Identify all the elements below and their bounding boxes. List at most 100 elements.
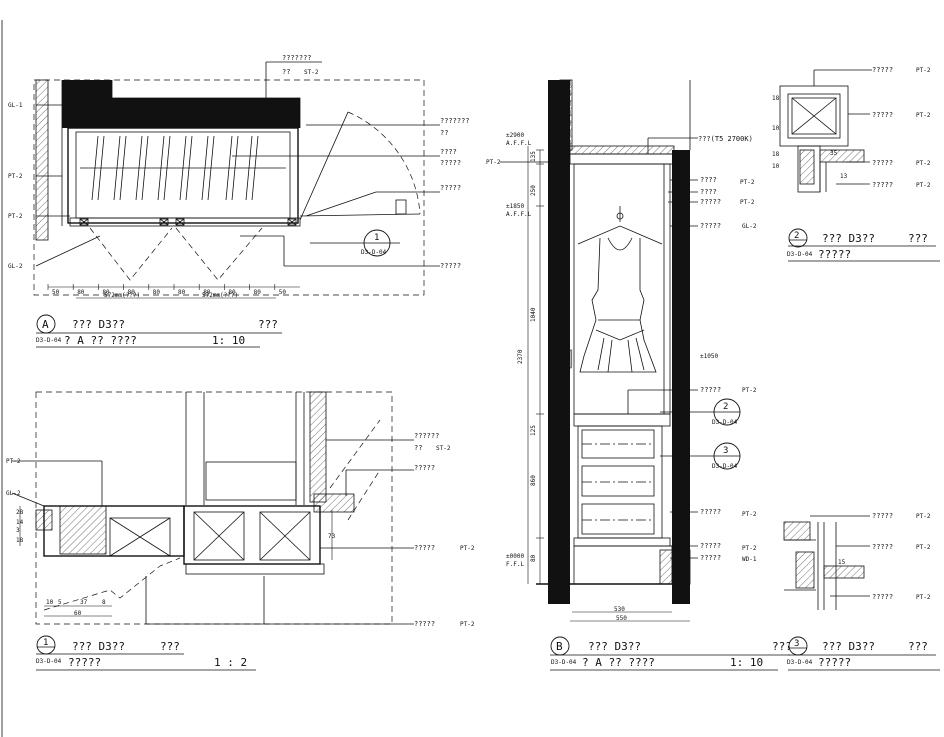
detail-1-ref: D3-D-04 (36, 658, 62, 665)
plan-a-ref: D3-D-04 (36, 337, 62, 344)
elev-b-level-3-sub: F.F.L (506, 561, 524, 568)
detail-2-note-3: ????? (872, 159, 893, 167)
detail-3-title: ??? D3?? (822, 640, 875, 653)
plan-a-dim-4: 80 (128, 289, 136, 296)
elev-b-title-right: ??? (772, 640, 792, 653)
plan-a-dim-width-2: 572mm(???) (202, 292, 238, 299)
elevation-b-wall-left (548, 80, 570, 604)
detail-1-dim-4: 8 (102, 599, 106, 606)
plan-a-dim-10: 50 (279, 289, 287, 296)
detail-2-title-bubble (788, 228, 808, 248)
elev-b-vdim-125: 125 (530, 425, 537, 436)
plan-a-scale: 1: 10 (212, 334, 245, 347)
plan-a-wall (62, 80, 300, 128)
plan-a-dim-2: 80 (77, 289, 85, 296)
elev-b-note-9: ????? (700, 554, 721, 562)
elev-b-scale: 1: 10 (730, 656, 763, 669)
elev-b-note-3-code: PT-2 (740, 199, 755, 206)
elev-b-note-7-code: PT-2 (742, 511, 757, 518)
detail-2-note-2: ????? (872, 111, 893, 119)
detail-3-ref: D3-D-04 (787, 659, 813, 666)
detail-1-note-1a: ?????? (414, 432, 439, 440)
detail-3-bubble-num: 3 (794, 639, 799, 649)
elev-b-small-dim-2: 10 (676, 465, 684, 472)
detail-2-note-3-code: PT-2 (916, 160, 931, 167)
elev-b-callout-3-ref: D3-D-04 (712, 463, 738, 470)
elev-b-note-1-code: PT-2 (740, 179, 755, 186)
detail-1-scale: 1 : 2 (214, 656, 247, 669)
elev-b-small-dim-1: 10 (676, 431, 684, 438)
detail-2-subtitle: ????? (818, 248, 851, 261)
elev-b-vdim-135: 135 (530, 151, 537, 162)
plan-a-dim-8: 80 (228, 289, 236, 296)
elev-b-dim-530: 530 (614, 606, 625, 613)
detail-1-code-1: PT-2 (6, 458, 21, 465)
elev-b-level-2-sub: A.F.F.L (506, 211, 532, 218)
plan-a-note-1b: ?? (440, 129, 448, 137)
detail-1-cabinet-right (183, 505, 321, 565)
detail-1-note-1b: ?? (414, 444, 422, 452)
detail-3: ????? PT-2 ????? PT-2 ????? PT-2 15 3 ??… (783, 512, 940, 671)
detail-2-dim-3: 18 (772, 95, 780, 102)
plan-a-code-3: PT-2 (8, 213, 23, 220)
elev-b-vdim-1040: 1040 (530, 307, 537, 322)
elev-b-note-1: ???? (700, 176, 717, 184)
detail-1-dim-2: 5 (58, 599, 62, 606)
detail-1-vdim-1: 28 (16, 509, 24, 516)
detail-2-note-2-code: PT-2 (916, 112, 931, 119)
elev-b-note-6-code: PT-2 (742, 387, 757, 394)
detail-3-note-2-code: PT-2 (916, 544, 931, 551)
detail-3-note-3: ????? (872, 593, 893, 601)
detail-2-ref: D3-D-04 (787, 251, 813, 258)
detail-2-dim-4: 10 (772, 125, 780, 132)
detail-1-note-4: ????? (414, 620, 435, 628)
elev-b-note-9-code: WD-1 (742, 556, 757, 563)
detail-3-note-1: ????? (872, 512, 893, 520)
plan-a-code-2: PT-2 (8, 173, 23, 180)
detail-1-code-2: GL-2 (6, 490, 21, 497)
plan-a-note-2a: ???? (440, 148, 457, 156)
detail-1-vdim-4: 18 (16, 537, 24, 544)
detail-1: PT-2 GL-2 ?????? ?? ST-2 ????? ????? PT-… (6, 391, 475, 671)
plan-a-note-2b: ????? (440, 159, 461, 167)
plan-a-note-4: ????? (440, 262, 461, 270)
plan-a-bubble-ref: D3-D-04 (361, 249, 387, 256)
detail-3-note-2: ????? (872, 543, 893, 551)
detail-2-note-1: ????? (872, 66, 893, 74)
detail-2-title: ??? D3?? (822, 232, 875, 245)
plan-a-subtitle: ? A ?? ???? (64, 334, 137, 347)
plan-a-dim-width-1: 572mm(???) (104, 292, 140, 299)
detail-1-subtitle: ????? (68, 656, 101, 669)
plan-a-dim-7: 80 (203, 289, 211, 296)
elev-b-title-letter: B (556, 640, 563, 653)
elevation-b-wall-right (672, 150, 690, 604)
elev-b-dim-550: 550 (616, 615, 627, 622)
plan-a-wardrobe (67, 127, 299, 224)
elev-b-note-3: ????? (700, 198, 721, 206)
detail-3-title-right: ??? (908, 640, 928, 653)
elev-b-callout-2-num: 2 (723, 402, 728, 412)
detail-2-dim-2: 13 (840, 173, 848, 180)
plan-a-dim-1: 50 (52, 289, 60, 296)
plan-a-dim-5: 80 (153, 289, 161, 296)
elev-b-level-1-val: ±2900 (506, 132, 524, 139)
detail-1-note-3-code: PT-2 (460, 545, 475, 552)
elev-b-level-2-val: ±1850 (506, 203, 524, 210)
detail-2: ????? PT-2 ????? PT-2 ????? PT-2 ????? P… (772, 66, 940, 262)
plan-a-frame (33, 79, 425, 296)
detail-2-dim-6: 10 (772, 163, 780, 170)
detail-2-title-right: ??? (908, 232, 928, 245)
plan-a-dim-9: 80 (254, 289, 262, 296)
plan-a-tag-sub: ?? (282, 68, 290, 76)
detail-1-dim-5: 60 (74, 610, 82, 617)
detail-1-title-right: ??? (160, 640, 180, 653)
elev-b-vdim-860: 860 (530, 475, 537, 486)
detail-1-vdim-3: 3 (16, 527, 20, 534)
plan-a-bubble-num: 1 (374, 233, 379, 243)
elev-b-note-2: ???? (700, 188, 717, 196)
detail-1-note-1-code: ST-2 (436, 445, 451, 452)
detail-1-title: ??? D3?? (72, 640, 125, 653)
elev-b-lamp: ???(T5 2700K) (698, 135, 753, 143)
